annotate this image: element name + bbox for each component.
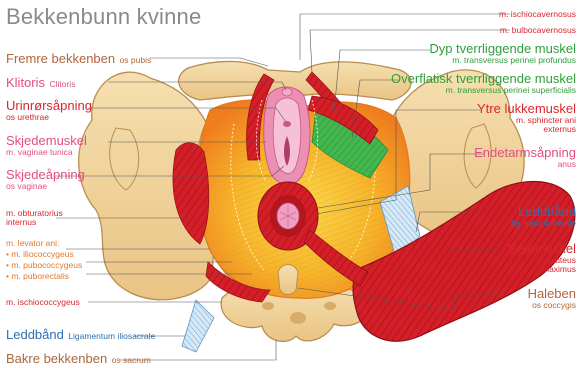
label-urinror-main: Urinrørsåpning (6, 99, 92, 113)
label-skjedeapning-main: Skjedeåpning (6, 168, 85, 182)
label-obturatorius: m. obturatorius internus (6, 209, 63, 227)
label-levator-head: m. levator ani: (6, 239, 82, 248)
label-haleben-main: Haleben (528, 287, 576, 301)
label-dyp-main: Dyp tverrliggende muskel (429, 42, 576, 56)
label-levator-item: • m. pubococcygeus (6, 261, 82, 270)
label-leddband-left-sub: Ligamentum iliosacrale (68, 331, 155, 341)
label-leddband-left: Leddbånd Ligamentum iliosacrale (6, 327, 155, 344)
label-bakre-bekkenben: Bakre bekkenben os sacrum (6, 351, 151, 368)
label-bakre-main: Bakre bekkenben (6, 351, 107, 366)
label-fremre-main: Fremre bekkenben (6, 51, 115, 66)
label-fremre-bekkenben: Fremre bekkenben os pubis (6, 51, 151, 68)
label-ytre-sub2: externus (477, 125, 576, 134)
label-haleben: Haleben os coccygis (528, 287, 576, 310)
label-klitoris-main: Klitoris (6, 75, 45, 90)
diagram-title: Bekkenbunn kvinne (6, 4, 201, 30)
label-haleben-sub: os coccygis (528, 301, 576, 310)
label-endetarm-sub: anus (474, 160, 576, 169)
label-klitoris-sub: Clitoris (49, 79, 75, 89)
label-skjedemuskel-main: Skjedemuskel (6, 134, 87, 148)
label-ischiocavernosus: m. ischiocavernosus (499, 10, 576, 19)
label-setemuskel-sub2: maximus (508, 265, 576, 274)
clitoris-shape (282, 88, 292, 96)
label-dyp-sub: m. transversus perinei profundus (429, 56, 576, 65)
label-overflatisk-tverrliggende: Overflatisk tverrliggende muskel m. tran… (391, 72, 576, 95)
label-leddband-right-main: Leddbånd (511, 205, 576, 219)
label-skjedeapning: Skjedeåpning os vaginae (6, 168, 85, 191)
label-ytre-lukkemuskel: Ytre lukkemuskel m. sphincter ani extern… (477, 102, 576, 133)
label-leddband-right-sub: lig. sacrotuberale (511, 219, 576, 228)
label-endetarm-main: Endetarmsåpning (474, 146, 576, 160)
coccyx-bone (278, 265, 298, 295)
label-leddband-right: Leddbånd lig. sacrotuberale (511, 205, 576, 228)
label-dyp-tverrliggende: Dyp tverrliggende muskel m. transversus … (429, 42, 576, 65)
label-ischiococcygeus: m. ischiococcygeus (6, 298, 80, 307)
label-levator-ani: m. levator ani: • m. iliococcygeus • m. … (6, 239, 82, 281)
label-setemuskel: Setemuskel m. gluteus maximus (508, 242, 576, 273)
label-levator-item-1: m. iliococcygeus (11, 249, 73, 259)
label-fremre-sub: os pubis (120, 55, 152, 65)
label-klitoris: Klitoris Clitoris (6, 75, 75, 92)
label-obturatorius-line2: internus (6, 218, 63, 227)
label-skjedeapning-sub: os vaginae (6, 182, 85, 191)
label-bakre-sub: os sacrum (112, 355, 151, 365)
label-setemuskel-main: Setemuskel (508, 242, 576, 256)
label-skjedemuskel: Skjedemuskel m. vaginae tunica (6, 134, 87, 157)
label-leddband-left-main: Leddbånd (6, 327, 64, 342)
label-levator-item-2: m. pubococcygeus (11, 260, 82, 270)
label-bulbocavernosus: m. bulbocavernosus (500, 26, 576, 35)
label-skjedemuskel-sub: m. vaginae tunica (6, 148, 87, 157)
label-overflatisk-main: Overflatisk tverrliggende muskel (391, 72, 576, 86)
iliosacral-ligament-left (182, 300, 214, 352)
label-levator-item: • m. puborectalis (6, 272, 82, 281)
urethra-shape (283, 121, 291, 127)
label-endetarmsapning: Endetarmsåpning anus (474, 146, 576, 169)
label-ytre-main: Ytre lukkemuskel (477, 102, 576, 116)
label-urinror: Urinrørsåpning os urethrae (6, 99, 92, 122)
label-overflatisk-sub: m. transversus perinei superficialis (391, 86, 576, 95)
label-levator-item: • m. iliococcygeus (6, 250, 82, 259)
label-urinror-sub: os urethrae (6, 113, 92, 122)
label-levator-item-3: m. puborectalis (11, 271, 69, 281)
